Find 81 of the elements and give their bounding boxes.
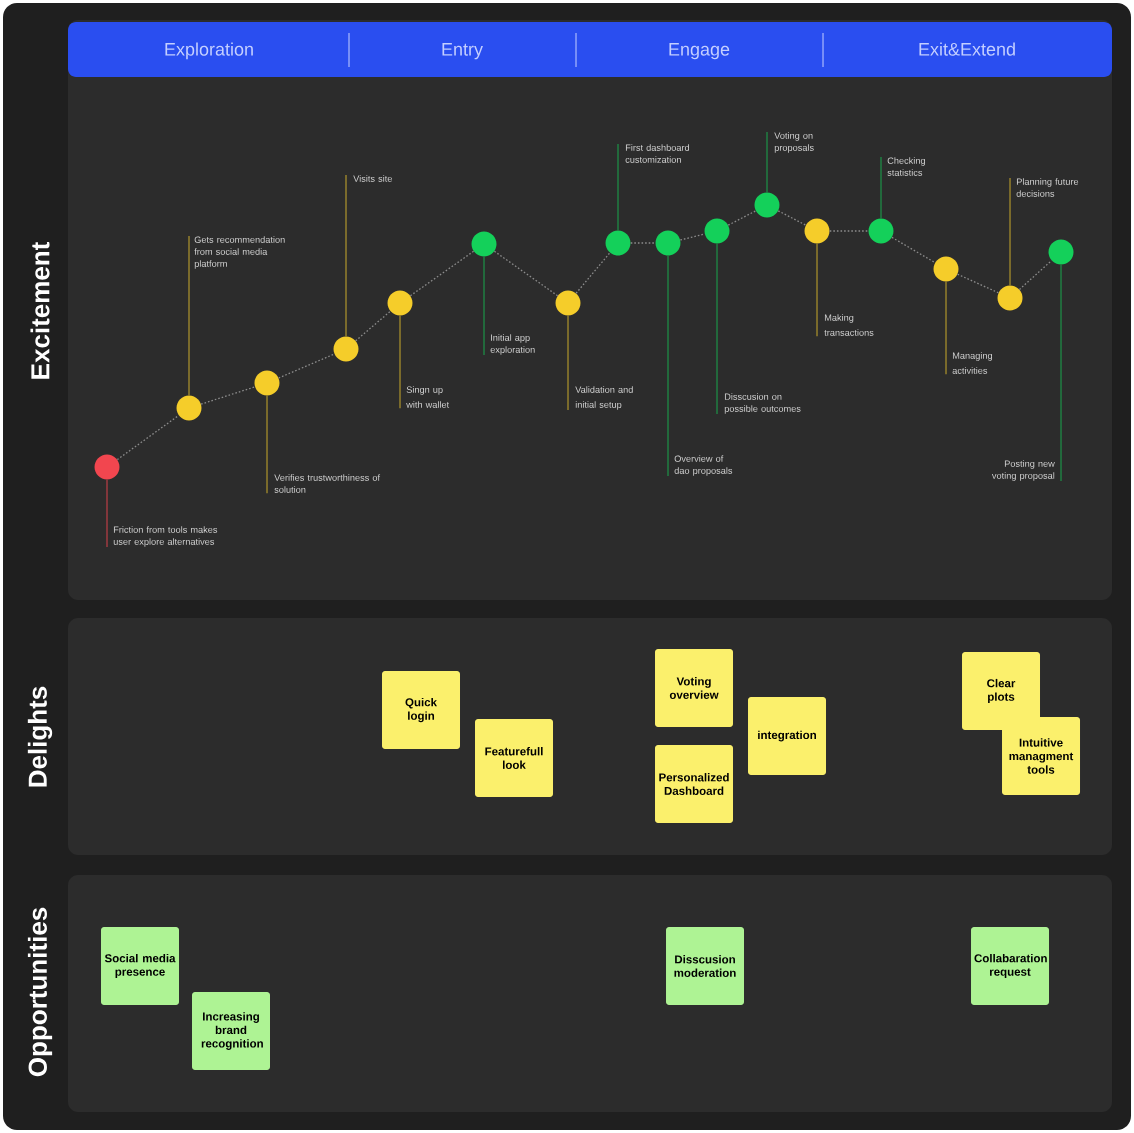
journey-point xyxy=(333,336,359,362)
step-label: Voting on proposals xyxy=(774,132,814,153)
phase-label: Exploration xyxy=(165,42,253,60)
sticky-note: Clear plots xyxy=(962,652,1040,730)
journey-line xyxy=(679,233,706,241)
step-label: Singn up with wallet xyxy=(406,386,450,408)
leader-line xyxy=(617,143,619,231)
step-label: Checking statistics xyxy=(887,157,925,176)
journey-line xyxy=(409,250,475,297)
lane-title: Delights xyxy=(27,686,53,787)
step-label: Visits site xyxy=(353,175,392,182)
journey-point xyxy=(94,454,120,480)
leader-line xyxy=(483,256,485,356)
journey-point xyxy=(868,218,894,244)
sticky-note: Intuitive managment tools xyxy=(1002,717,1080,795)
leader-line xyxy=(266,395,268,494)
leader-line xyxy=(399,315,401,409)
sticky-note: Voting overview xyxy=(655,649,733,727)
journey-line xyxy=(575,252,611,294)
step-label: Gets recommendation from social media platform xyxy=(194,236,285,269)
lane-title: Opportunities xyxy=(27,907,53,1077)
phase-label: Entry xyxy=(442,43,483,60)
journey-line xyxy=(1018,259,1053,291)
journey-point xyxy=(1048,239,1074,265)
leader-line xyxy=(667,255,669,477)
journey-line xyxy=(891,236,936,264)
leader-line xyxy=(880,156,882,219)
sticky-note: Collabaration request xyxy=(971,927,1049,1005)
leader-line xyxy=(766,131,768,193)
journey-line xyxy=(956,273,1000,294)
step-label: Overview of dao proposals xyxy=(674,455,733,476)
journey-point xyxy=(176,395,202,421)
journey-point xyxy=(254,370,280,396)
step-label: Planning future decisions xyxy=(1016,178,1079,197)
journey-point xyxy=(754,192,780,218)
journey-point xyxy=(471,231,497,257)
journey-point xyxy=(555,290,581,316)
sticky-note: Quick login xyxy=(382,671,460,749)
sticky-note: integration xyxy=(748,697,826,775)
journey-point xyxy=(655,230,681,256)
step-label: Friction from tools makes user explore alternatives xyxy=(113,526,218,547)
leader-line xyxy=(1009,177,1011,286)
sticky-note: Personalized Dashboard xyxy=(655,745,733,823)
journey-line xyxy=(727,210,757,226)
journey-point xyxy=(933,256,959,282)
step-label: First dashboard customization xyxy=(625,144,690,163)
leader-line xyxy=(567,315,569,411)
sticky-note: Featurefull look xyxy=(475,719,553,797)
step-label: Making transactions xyxy=(824,314,874,336)
journey-point xyxy=(804,218,830,244)
step-label: Managing activities xyxy=(952,352,993,374)
step-label: Verifies trustworthiness of solution xyxy=(274,474,381,493)
leader-line xyxy=(188,235,190,396)
journey-line xyxy=(355,310,391,342)
journey-line xyxy=(630,242,656,244)
step-label: Disscusion on possible outcomes xyxy=(724,393,801,414)
journey-line xyxy=(116,414,180,461)
journey-line xyxy=(493,250,559,297)
leader-line xyxy=(106,479,108,548)
leader-line xyxy=(345,174,347,337)
lane-title: Excitement xyxy=(30,241,50,379)
journey-line xyxy=(829,230,869,232)
journey-point xyxy=(997,285,1023,311)
step-label: Validation and initial setup xyxy=(575,386,633,410)
sticky-note: Increasing brand recognition xyxy=(192,992,270,1070)
leader-line xyxy=(816,243,818,337)
journey-point xyxy=(704,218,730,244)
journey-line xyxy=(777,210,807,226)
sticky-note: Disscusion moderation xyxy=(666,927,744,1005)
sticky-note: Social media presence xyxy=(101,927,179,1005)
journey-point xyxy=(605,230,631,256)
journey-line xyxy=(278,353,335,379)
leader-line xyxy=(945,281,947,375)
journey-point xyxy=(387,290,413,316)
phase-label: Exit&Extend xyxy=(919,42,1015,56)
phase-label: Engage xyxy=(669,43,730,60)
journey-line xyxy=(200,386,256,405)
leader-line xyxy=(1060,264,1062,482)
leader-line xyxy=(716,243,718,415)
step-label: Posting new voting proposal xyxy=(991,460,1055,481)
step-label: Initial app exploration xyxy=(490,334,535,355)
